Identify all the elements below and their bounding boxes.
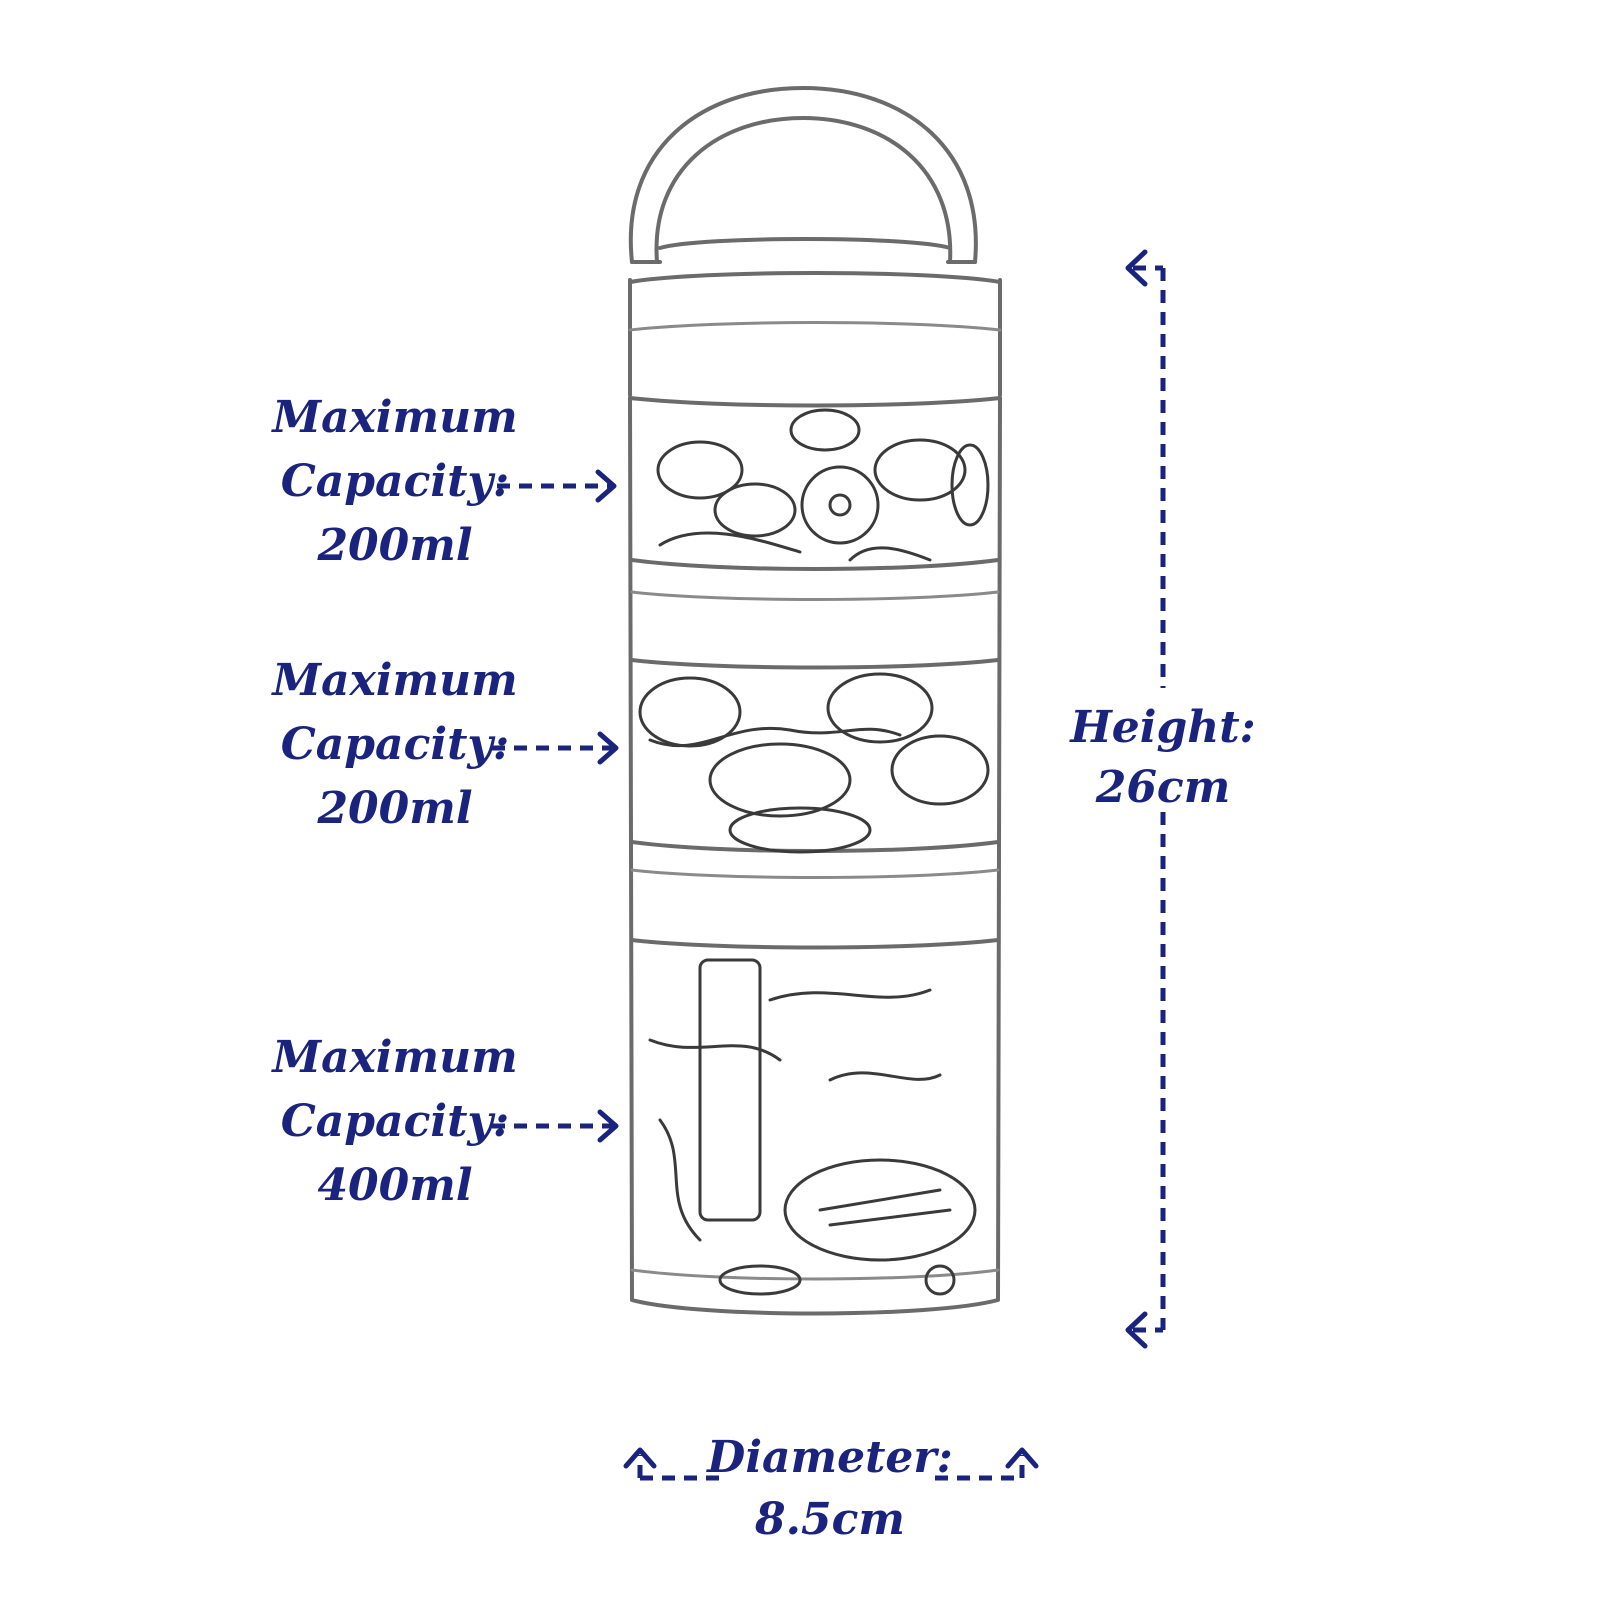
diameter-label: Diameter: — [705, 1432, 953, 1483]
height-annotation: Height: 26cm — [1068, 249, 1256, 1349]
capacity-middle-label-line1: Maximum — [270, 655, 517, 706]
capacity-bottom-arrowhead — [597, 1109, 619, 1143]
capacity-middle-value: 200ml — [316, 783, 472, 834]
handle-outer — [628, 86, 978, 264]
lid-bottom-edge — [628, 396, 1002, 408]
capacity-annotation-middle: Maximum Capacity: 200ml — [270, 655, 619, 834]
tier1-contents — [656, 408, 990, 562]
height-arrowhead-top — [1125, 249, 1148, 287]
capacity-annotation-bottom: Maximum Capacity: 400ml — [270, 1032, 619, 1211]
container-illustration — [628, 86, 1002, 1316]
capacity-bottom-label-line2: Capacity: — [281, 1096, 509, 1147]
capacity-top-value: 200ml — [316, 520, 472, 571]
capacity-bottom-label-line1: Maximum — [270, 1032, 517, 1083]
handle-inner — [654, 116, 953, 264]
capacity-top-label-line1: Maximum — [270, 392, 517, 443]
diameter-arrowhead-left — [623, 1447, 657, 1469]
height-label: Height: — [1068, 702, 1256, 753]
capacity-bottom-value: 400ml — [317, 1160, 472, 1211]
height-arrowhead-bottom — [1125, 1311, 1148, 1349]
tier2-bottom-ring-2 — [630, 868, 1000, 879]
lid-band — [628, 278, 1002, 397]
tier3-top-band — [630, 938, 1000, 950]
tier2-top-band — [630, 658, 1000, 670]
capacity-middle-label-line2: Capacity: — [281, 719, 509, 770]
tier1-bottom-ring-2 — [630, 590, 1000, 601]
diameter-annotation: Diameter: 8.5cm — [623, 1432, 1039, 1545]
height-value: 26cm — [1095, 762, 1231, 813]
capacity-top-label-line2: Capacity: — [281, 456, 509, 507]
tier2-contents — [638, 672, 990, 854]
diameter-arrowhead-right — [1005, 1447, 1039, 1469]
diameter-value: 8.5cm — [754, 1494, 905, 1545]
container-body — [628, 396, 1002, 1316]
capacity-middle-arrowhead — [597, 731, 619, 765]
base-ring — [630, 1268, 1000, 1281]
capacity-annotation-top: Maximum Capacity: 200ml — [270, 392, 617, 571]
lid-lower-edge — [628, 321, 1002, 332]
lid-top — [658, 237, 952, 250]
tier2-bottom-ring — [630, 840, 1000, 853]
capacity-top-arrowhead — [595, 469, 617, 503]
tier3-contents — [648, 958, 977, 1296]
lid-top-edge — [628, 271, 1002, 284]
tier1-bottom-ring — [630, 558, 1000, 571]
